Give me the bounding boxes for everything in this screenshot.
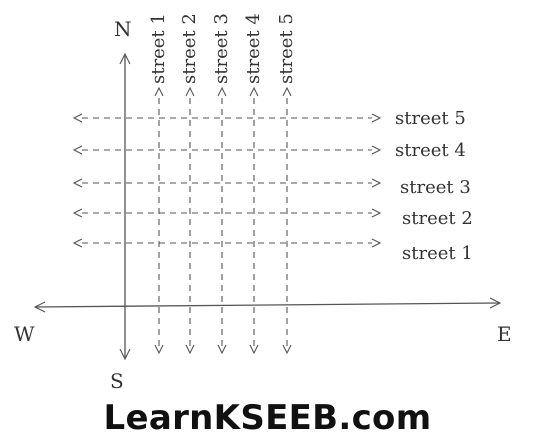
arrowhead-up xyxy=(217,86,227,97)
vertical-street-1: street 1 xyxy=(148,13,169,355)
arrowhead-up xyxy=(154,86,164,97)
arrowhead-east xyxy=(371,208,382,218)
arrowhead-west xyxy=(72,238,83,248)
vertical-street-4: street 4 xyxy=(243,13,264,355)
vertical-street-2: street 2 xyxy=(179,13,200,355)
west-arrowhead xyxy=(33,301,46,313)
arrowhead-down xyxy=(249,344,259,355)
horizontal-street-5: street 5 xyxy=(72,108,466,129)
horizontal-street-1: street 1 xyxy=(72,238,473,264)
arrowhead-east xyxy=(371,145,382,155)
arrowhead-west xyxy=(72,208,83,218)
east-label: E xyxy=(497,322,512,346)
arrowhead-down xyxy=(217,344,227,355)
arrowhead-up xyxy=(185,86,195,97)
vertical-street-3-label: street 3 xyxy=(211,13,232,84)
arrowhead-west xyxy=(72,178,83,188)
arrowhead-up xyxy=(282,86,292,97)
arrowhead-east xyxy=(371,178,382,188)
west-label: W xyxy=(14,322,35,346)
vertical-street-2-label: street 2 xyxy=(179,13,200,84)
arrowhead-down xyxy=(185,344,195,355)
arrowhead-west xyxy=(72,113,83,123)
horizontal-street-2-label: street 2 xyxy=(402,208,473,229)
horizontal-streets: street 5 street 4 street 3 street 2 stre… xyxy=(72,108,473,264)
arrowhead-east xyxy=(371,113,382,123)
vertical-street-1-label: street 1 xyxy=(148,13,169,84)
arrowhead-up xyxy=(249,86,259,97)
horizontal-street-5-label: street 5 xyxy=(395,108,466,129)
horizontal-street-2: street 2 xyxy=(72,208,473,229)
site-watermark: LearnKSEEB.com xyxy=(103,398,432,438)
street-grid-diagram: N S E W street 1 street 2 street 3 stree… xyxy=(14,13,512,393)
horizontal-street-3: street 3 xyxy=(72,177,471,198)
vertical-street-5-label: street 5 xyxy=(276,13,297,84)
arrowhead-east xyxy=(371,238,382,248)
south-arrowhead xyxy=(119,348,131,361)
horizontal-street-3-label: street 3 xyxy=(400,177,471,198)
east-arrowhead xyxy=(489,297,502,309)
vertical-street-5: street 5 xyxy=(276,13,297,355)
vertical-street-4-label: street 4 xyxy=(243,13,264,84)
vertical-streets: street 1 street 2 street 3 street 4 stre… xyxy=(148,13,297,355)
arrowhead-down xyxy=(282,344,292,355)
horizontal-street-4-label: street 4 xyxy=(395,140,466,161)
compass-axes xyxy=(33,52,502,361)
north-arrowhead xyxy=(119,52,131,65)
arrowhead-west xyxy=(72,145,83,155)
north-label: N xyxy=(114,17,132,41)
arrowhead-down xyxy=(154,344,164,355)
east-west-axis xyxy=(34,302,501,308)
south-label: S xyxy=(110,369,124,393)
horizontal-street-1-label: street 1 xyxy=(402,243,473,264)
vertical-street-3: street 3 xyxy=(211,13,232,355)
horizontal-street-4: street 4 xyxy=(72,140,466,161)
